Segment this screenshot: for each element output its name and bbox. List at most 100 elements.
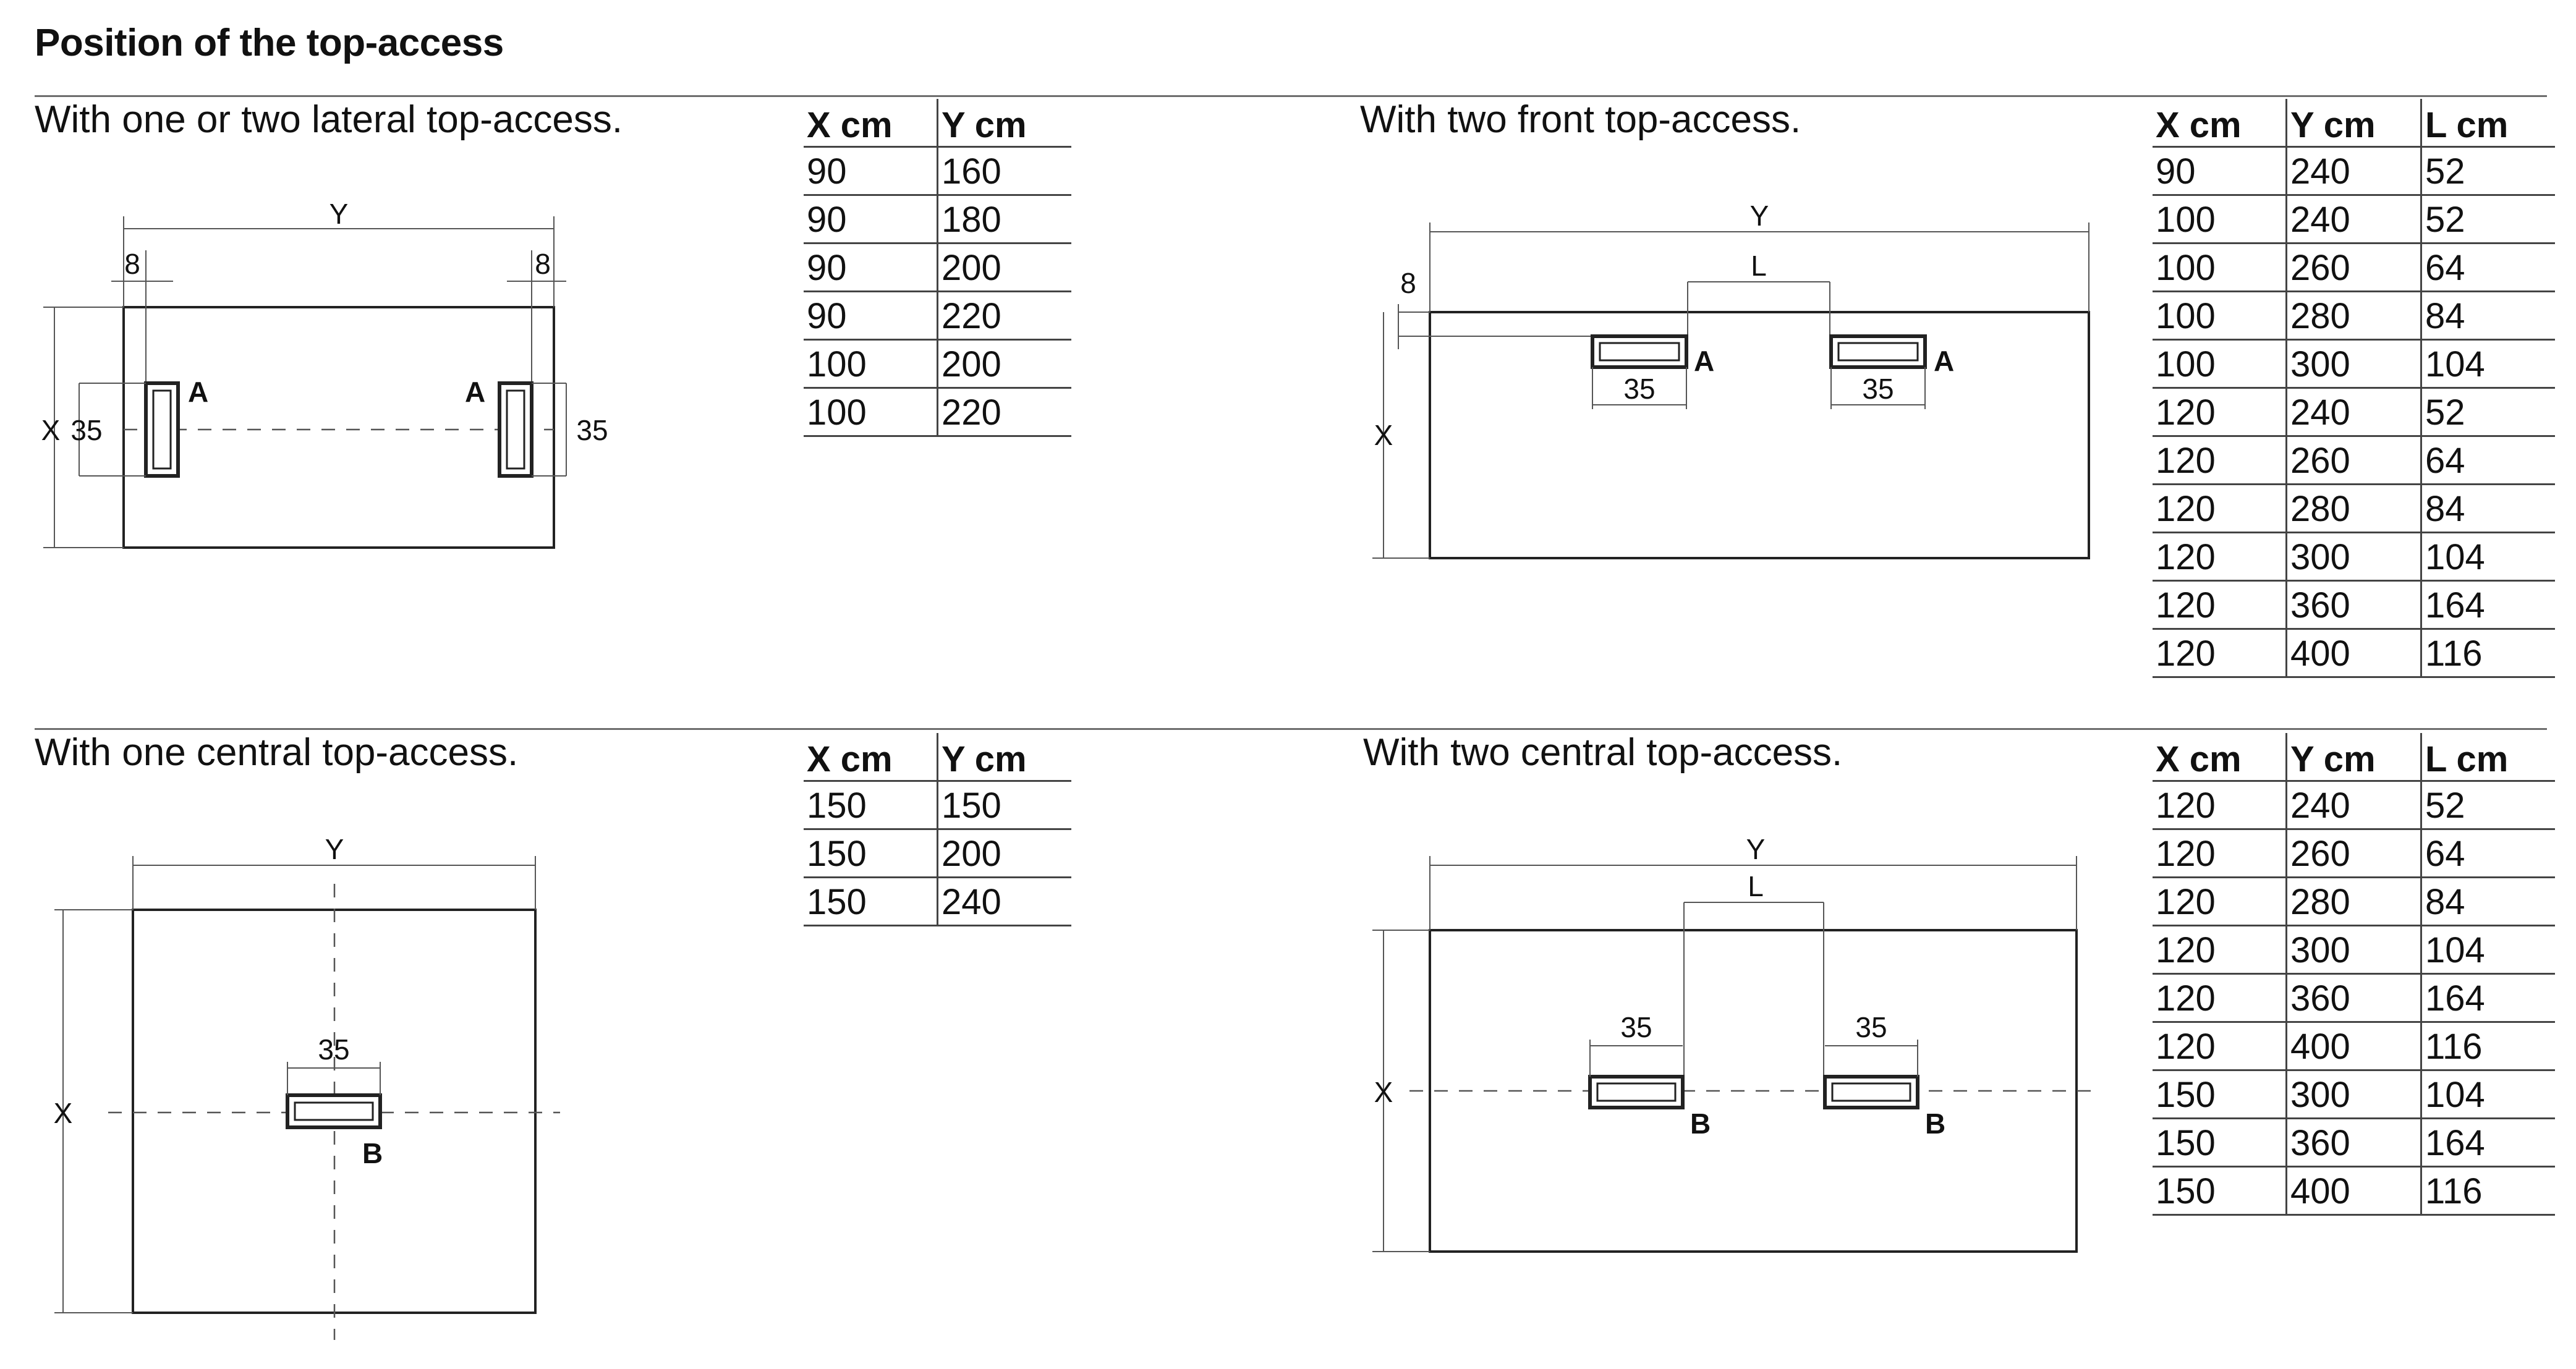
table-cell: 90 xyxy=(804,146,938,196)
table-cell: 120 xyxy=(2153,388,2287,437)
table-cell: 360 xyxy=(2285,973,2421,1023)
column-header: Y cm xyxy=(2285,733,2421,782)
table-cell: 104 xyxy=(2420,532,2555,582)
top-access-a xyxy=(1829,334,1927,369)
label-y: Y xyxy=(1750,200,1769,232)
table-cell: 150 xyxy=(804,781,938,830)
table-cell: 300 xyxy=(2285,532,2421,582)
table-cell: 100 xyxy=(804,339,938,389)
table-cell: 64 xyxy=(2420,243,2555,292)
label-size: 35 xyxy=(318,1033,349,1066)
top-access-b xyxy=(1588,1075,1685,1109)
column-header: L cm xyxy=(2420,733,2555,782)
top-access-b xyxy=(1823,1075,1919,1109)
table-cell: 116 xyxy=(2420,1022,2555,1071)
table-cell: 164 xyxy=(2420,1118,2555,1168)
column-header: X cm xyxy=(804,99,938,148)
table-cell: 120 xyxy=(2153,532,2287,582)
table-cell: 400 xyxy=(2285,629,2421,678)
label-access-b: B xyxy=(1925,1108,1945,1140)
label-y: Y xyxy=(325,833,344,865)
label-size: 35 xyxy=(1623,373,1655,405)
table-cell: 64 xyxy=(2420,829,2555,878)
table-cell: 90 xyxy=(804,243,938,292)
table-cell: 90 xyxy=(804,195,938,244)
table-cell: 120 xyxy=(2153,877,2287,926)
table-cell: 120 xyxy=(2153,781,2287,830)
column-header: X cm xyxy=(804,733,938,782)
table-cell: 120 xyxy=(2153,580,2287,630)
top-access-inner xyxy=(152,389,172,470)
table-cell: 150 xyxy=(937,781,1071,830)
table-cell: 120 xyxy=(2153,484,2287,533)
section-divider xyxy=(35,95,2547,97)
caption-lateral: With one or two lateral top-access. xyxy=(35,98,623,141)
table-cell: 280 xyxy=(2285,291,2421,341)
table-cell: 150 xyxy=(804,829,938,878)
label-size-left: 35 xyxy=(70,414,102,446)
table-cell: 400 xyxy=(2285,1166,2421,1216)
top-access-a xyxy=(498,381,533,478)
label-x: X xyxy=(1374,1076,1393,1108)
section-divider xyxy=(35,728,2547,730)
table-cell: 150 xyxy=(2153,1070,2287,1119)
table-cell: 104 xyxy=(2420,925,2555,975)
column-header: X cm xyxy=(2153,733,2287,782)
table-cell: 180 xyxy=(937,195,1071,244)
column-header: Y cm xyxy=(937,733,1071,782)
label-access-b: B xyxy=(362,1137,383,1169)
label-l: L xyxy=(1751,250,1767,282)
top-access-a xyxy=(1591,334,1688,369)
table-cell: 104 xyxy=(2420,1070,2555,1119)
table-cell: 150 xyxy=(804,877,938,926)
table-cell: 120 xyxy=(2153,829,2287,878)
column-header: X cm xyxy=(2153,99,2287,148)
table-cell: 280 xyxy=(2285,484,2421,533)
table-cell: 120 xyxy=(2153,925,2287,975)
top-access-a xyxy=(144,381,180,478)
label-size-right: 35 xyxy=(576,414,608,446)
table-cell: 164 xyxy=(2420,973,2555,1023)
table-cell: 90 xyxy=(2153,146,2287,196)
top-access-b xyxy=(286,1093,382,1129)
table-cell: 100 xyxy=(2153,291,2287,341)
label-access-b: B xyxy=(1690,1108,1711,1140)
table-cell: 100 xyxy=(2153,243,2287,292)
table-cell: 400 xyxy=(2285,1022,2421,1071)
table-cell: 200 xyxy=(937,339,1071,389)
table-cell: 52 xyxy=(2420,388,2555,437)
table-cell: 120 xyxy=(2153,436,2287,485)
label-access-a: A xyxy=(188,376,208,408)
table-cell: 200 xyxy=(937,243,1071,292)
table-cell: 280 xyxy=(2285,877,2421,926)
table-cell: 260 xyxy=(2285,243,2421,292)
table-cell: 52 xyxy=(2420,781,2555,830)
table-cell: 240 xyxy=(2285,781,2421,830)
table-cell: 116 xyxy=(2420,629,2555,678)
table-cell: 116 xyxy=(2420,1166,2555,1216)
table-cell: 220 xyxy=(937,291,1071,341)
table-cell: 84 xyxy=(2420,877,2555,926)
table-cell: 104 xyxy=(2420,339,2555,389)
label-access-a: A xyxy=(1934,345,1954,377)
label-edge: 8 xyxy=(1400,267,1416,299)
label-y: Y xyxy=(329,198,349,230)
table-cell: 84 xyxy=(2420,484,2555,533)
